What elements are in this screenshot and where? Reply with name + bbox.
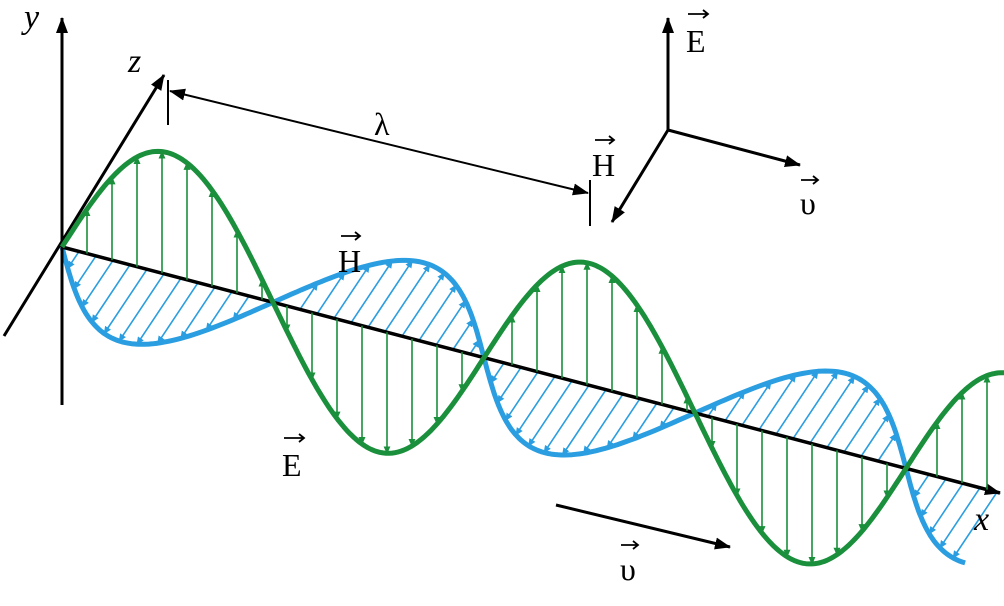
magnetic-wave-curve	[59, 246, 966, 566]
magnetic-field-vector	[205, 291, 233, 332]
magnetic-field-vector	[118, 273, 165, 342]
wave-h-label: H	[338, 243, 361, 279]
magnetic-field-vector	[758, 374, 797, 431]
magnetic-field-vector	[860, 413, 890, 457]
magnetic-field-vector	[367, 259, 413, 328]
magnetic-field-vector	[913, 473, 930, 498]
magnetic-field-vector	[928, 482, 964, 535]
magnetic-field-vector	[435, 300, 467, 346]
triad-e-label: E	[686, 23, 706, 59]
magnetic-field-vector	[741, 381, 772, 426]
magnetic-field-vector	[350, 260, 393, 324]
propagation-arrow	[555, 503, 731, 550]
axes	[2, 17, 1001, 495]
magnetic-field-vector	[418, 284, 457, 342]
magnetic-field-vector	[316, 271, 346, 315]
magnetic-field-vector	[180, 286, 216, 340]
magnetic-field-vector	[582, 393, 624, 455]
z-axis	[2, 74, 166, 337]
magnetic-field-vector	[543, 384, 590, 454]
magnetic-field-vector	[452, 318, 474, 350]
magnetic-field-vector	[792, 370, 839, 440]
triad-h-arrow	[610, 129, 670, 223]
magnetic-field-vector	[333, 264, 371, 319]
electric-wave-curve	[59, 148, 1004, 567]
vector-arrow-icon	[284, 433, 306, 443]
electric-field-wave	[59, 148, 1004, 567]
x-axis	[61, 245, 1001, 495]
vector-arrow-icon	[341, 231, 362, 241]
magnetic-field-vector	[384, 263, 431, 333]
triad-v-label: υ	[800, 185, 816, 221]
triad-h-label: H	[592, 147, 615, 183]
magnetic-field-vector	[103, 268, 148, 335]
field-orientation-triad	[610, 17, 801, 223]
magnetic-field-vector	[136, 277, 182, 346]
magnetic-field-vector	[606, 398, 641, 449]
triad-v-arrow	[667, 128, 801, 167]
magnetic-field-vector	[527, 380, 573, 447]
magnetic-field-vector	[515, 375, 556, 436]
magnetic-field-vector	[920, 478, 947, 518]
magnetic-field-wave	[59, 246, 998, 566]
magnetic-field-vector	[775, 370, 819, 435]
magnetic-field-vector	[157, 282, 199, 345]
magnetic-field-vector	[952, 491, 998, 559]
magnetic-field-vector	[232, 295, 250, 321]
wave-e-label: E	[282, 447, 302, 483]
magnetic-field-vector	[490, 362, 505, 384]
magnetic-field-vector	[939, 487, 981, 549]
propagation-v-label: υ	[620, 551, 636, 587]
vector-arrow-icon	[621, 540, 640, 550]
wavelength-dimension: λ	[167, 80, 591, 226]
magnetic-field-vector	[826, 384, 870, 449]
magnetic-field-vector	[724, 390, 746, 422]
magnetic-field-vector	[843, 397, 881, 453]
magnetic-field-vector	[299, 282, 319, 310]
wavelength-label: λ	[374, 106, 390, 142]
magnetic-field-vector	[73, 255, 97, 290]
magnetic-field-vector	[91, 264, 131, 323]
magnetic-field-vector	[496, 366, 522, 404]
magnetic-field-vector	[67, 251, 80, 270]
text-labels: y z x E υ H H E υ	[21, 0, 989, 587]
magnetic-field-vector	[632, 402, 658, 440]
vector-arrow-icon	[688, 9, 710, 19]
x-axis-label: x	[973, 501, 989, 538]
magnetic-field-vector	[561, 389, 607, 456]
wavelength-arrow	[169, 88, 589, 196]
vector-arrow-icon	[801, 175, 820, 185]
magnetic-field-vector	[81, 259, 114, 308]
magnetic-field-vector	[809, 375, 856, 444]
magnetic-field-vector	[401, 272, 445, 337]
vector-arrow-icon	[595, 135, 616, 145]
y-axis-label: y	[21, 0, 40, 36]
magnetic-field-vector	[505, 371, 539, 422]
z-axis-label: z	[127, 43, 141, 80]
magnetic-field-vector	[877, 432, 897, 462]
